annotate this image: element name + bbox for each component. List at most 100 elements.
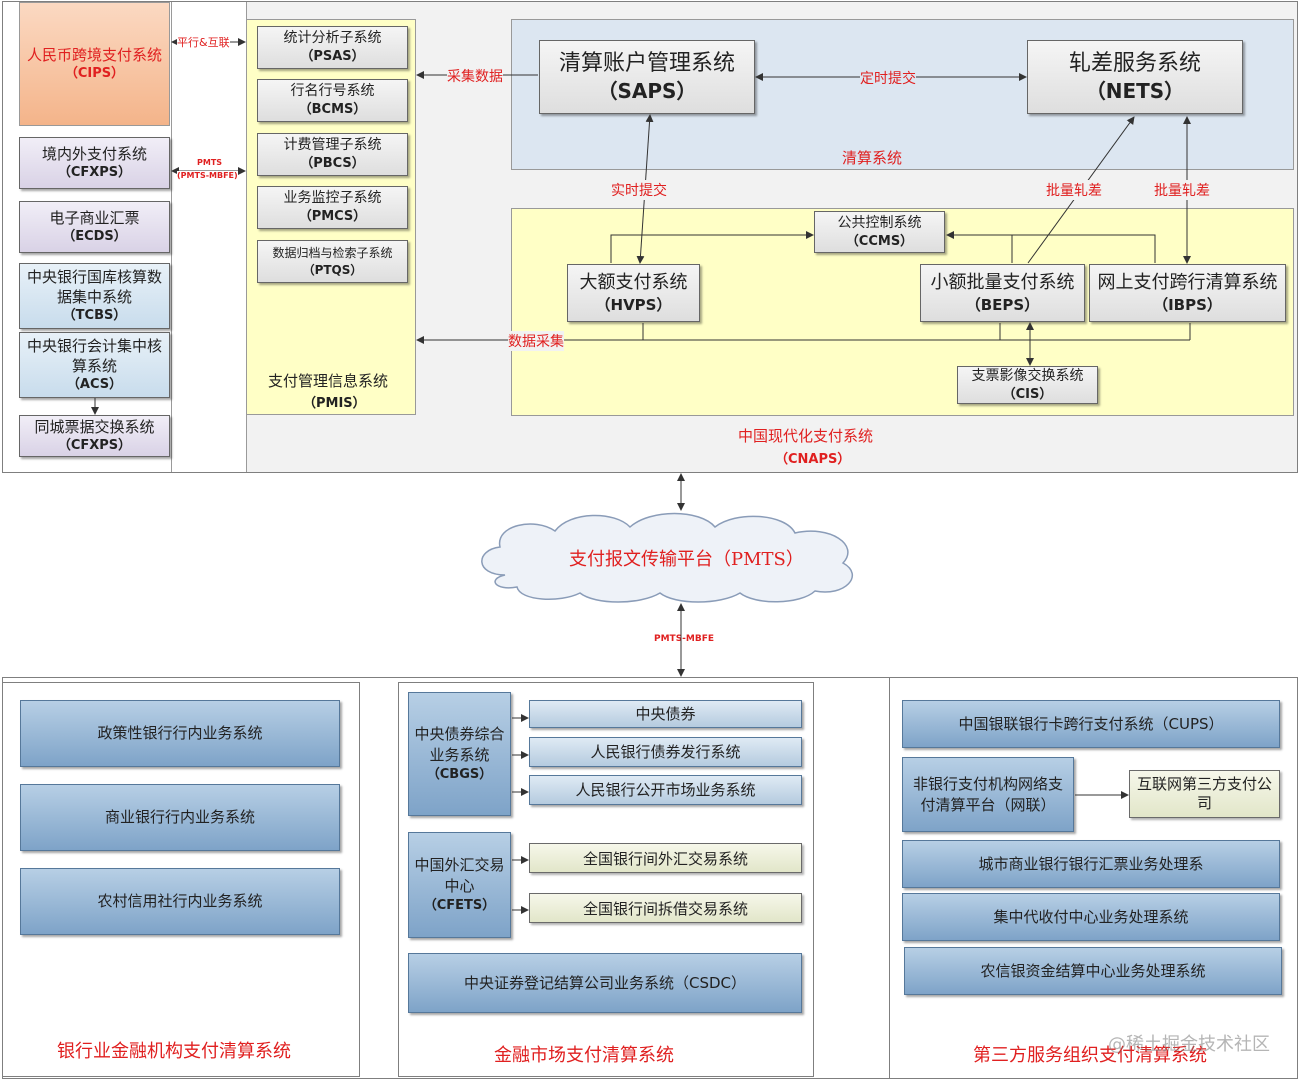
ibps-code: （IBPS） bbox=[1153, 296, 1222, 315]
banking-panel bbox=[2, 682, 360, 1077]
cfxps2-code: （CFXPS） bbox=[57, 438, 132, 454]
internet-third-party-box[interactable]: 互联网第三方支付公 司 bbox=[1129, 770, 1280, 818]
nets-name: 轧差服务系统 bbox=[1068, 50, 1201, 76]
left-column-divider bbox=[171, 2, 172, 472]
ptqs-name: 数据归档与检索子系统 bbox=[272, 246, 393, 261]
pmis-title: 支付管理信息系统 bbox=[268, 372, 389, 390]
pmcs-box[interactable]: 业务监控子系统 （PMCS） bbox=[257, 186, 408, 229]
rural-fund-settlement-box[interactable]: 农信银资金结算中心业务处理系统 bbox=[904, 947, 1282, 995]
cbgs-name2: 业务系统 bbox=[429, 745, 490, 764]
ptqs-box[interactable]: 数据归档与检索子系统 （PTQS） bbox=[257, 240, 408, 283]
city-bank-draft-box[interactable]: 城市商业银行银行汇票业务处理系 bbox=[902, 840, 1280, 888]
cups-box[interactable]: 中国银联银行卡跨行支付系统（CUPS） bbox=[902, 700, 1280, 748]
ibps-box[interactable]: 网上支付跨行清算系统 （IBPS） bbox=[1089, 264, 1286, 322]
ibps-name: 网上支付跨行清算系统 bbox=[1097, 271, 1278, 293]
open-market-box[interactable]: 人民银行公开市场业务系统 bbox=[529, 775, 802, 805]
csdc-box[interactable]: 中央证券登记结算公司业务系统（CSDC） bbox=[408, 953, 802, 1013]
watermark: @稀土掘金技术社区 bbox=[1108, 1034, 1270, 1055]
tcbs-name2: 据集中系统 bbox=[56, 288, 132, 307]
tcbs-box[interactable]: 中央银行国库核算数 据集中系统 （TCBS） bbox=[19, 263, 170, 329]
saps-box[interactable]: 清算账户管理系统 （SAPS） bbox=[539, 40, 755, 114]
ecds-box[interactable]: 电子商业汇票 （ECDS） bbox=[19, 201, 170, 253]
cbgs-box[interactable]: 中央债券综合 业务系统 （CBGS） bbox=[408, 692, 511, 816]
market-panel bbox=[398, 682, 814, 1077]
commercial-bank-box[interactable]: 商业银行行内业务系统 bbox=[20, 784, 340, 851]
pbcs-box[interactable]: 计费管理子系统 （PBCS） bbox=[257, 133, 408, 176]
nets-box[interactable]: 轧差服务系统 （NETS） bbox=[1027, 40, 1243, 114]
netsunion-box[interactable]: 非银行支付机构网络支 付清算平台（网联） bbox=[902, 757, 1074, 832]
psas-code: （PSAS） bbox=[300, 49, 365, 65]
cfxps2-name: 同城票据交换系统 bbox=[34, 418, 155, 437]
cloud-label: 支付报文传输平台（PMTS） bbox=[569, 549, 804, 570]
hvps-box[interactable]: 大额支付系统 （HVPS） bbox=[567, 264, 700, 322]
ccms-code: （CCMS） bbox=[845, 233, 914, 249]
psas-box[interactable]: 统计分析子系统 （PSAS） bbox=[257, 26, 408, 69]
hvps-name: 大额支付系统 bbox=[579, 271, 688, 293]
label-collect: 采集数据 bbox=[447, 66, 503, 86]
internet-name2: 司 bbox=[1196, 794, 1212, 812]
cnaps-title: 中国现代化支付系统 bbox=[738, 427, 874, 445]
label-timed-submit: 定时提交 bbox=[860, 68, 916, 88]
cfxps-box-2[interactable]: 同城票据交换系统 （CFXPS） bbox=[19, 415, 170, 457]
pmcs-code: （PMCS） bbox=[298, 209, 367, 225]
bcms-name: 行名行号系统 bbox=[290, 83, 375, 100]
beps-box[interactable]: 小额批量支付系统 （BEPS） bbox=[920, 264, 1085, 322]
cfxps1-name: 境内外支付系统 bbox=[41, 145, 147, 164]
cloud-shape bbox=[481, 512, 854, 603]
arrow-hvps-ccms bbox=[610, 231, 814, 263]
policy-bank-box[interactable]: 政策性银行行内业务系统 bbox=[20, 700, 340, 767]
pboc-bond-issue-box[interactable]: 人民银行债券发行系统 bbox=[529, 737, 802, 767]
banking-title: 银行业金融机构支付清算系统 bbox=[57, 1041, 291, 1062]
tcbs-name1: 中央银行国库核算数 bbox=[26, 267, 162, 286]
pbcs-name: 计费管理子系统 bbox=[283, 137, 382, 154]
internet-name1: 互联网第三方支付公 bbox=[1136, 774, 1272, 793]
cips-box[interactable]: 人民币跨境支付系统 （CIPS） bbox=[19, 2, 170, 126]
cips-code: （CIPS） bbox=[64, 66, 125, 82]
cips-name: 人民币跨境支付系统 bbox=[26, 46, 162, 65]
cfets-name2: 中心 bbox=[444, 876, 475, 895]
fx-trading-box[interactable]: 全国银行间外汇交易系统 bbox=[529, 843, 802, 873]
label-batch-net2: 批量轧差 bbox=[1154, 180, 1210, 200]
label-pmts-small2: (PMTS-MBFE) bbox=[177, 171, 238, 180]
arrow-beps-ccms bbox=[946, 231, 1013, 263]
netsunion-name2: 付清算平台（网联） bbox=[920, 795, 1056, 814]
cfets-code: （CFETS） bbox=[423, 897, 496, 913]
label-pmts-small1: PMTS bbox=[197, 158, 223, 167]
cis-code: （CIS） bbox=[1002, 386, 1053, 402]
tcbs-code: （TCBS） bbox=[62, 308, 127, 324]
pmts-cloud bbox=[481, 512, 854, 603]
cfxps-box-1[interactable]: 境内外支付系统 （CFXPS） bbox=[19, 137, 170, 189]
label-realtime: 实时提交 bbox=[611, 180, 667, 200]
cfets-box[interactable]: 中国外汇交易 中心 （CFETS） bbox=[408, 832, 511, 938]
label-data-collect: 数据采集 bbox=[508, 331, 564, 351]
cfxps1-code: （CFXPS） bbox=[57, 165, 132, 181]
clearing-title: 清算系统 bbox=[842, 149, 903, 167]
cnaps-code: （CNAPS） bbox=[775, 452, 851, 467]
pbcs-code: （PBCS） bbox=[300, 156, 365, 172]
beps-name: 小额批量支付系统 bbox=[930, 271, 1075, 293]
line-ibps-ccms bbox=[1012, 234, 1156, 263]
cis-box[interactable]: 支票影像交换系统 （CIS） bbox=[957, 366, 1098, 404]
bcms-box[interactable]: 行名行号系统 （BCMS） bbox=[257, 79, 408, 122]
ptqs-code: （PTQS） bbox=[302, 262, 363, 277]
acs-box[interactable]: 中央银行会计集中核 算系统 （ACS） bbox=[19, 332, 170, 398]
netsunion-name1: 非银行支付机构网络支 bbox=[912, 774, 1063, 793]
saps-code: （SAPS） bbox=[597, 79, 697, 104]
ccms-box[interactable]: 公共控制系统 （CCMS） bbox=[814, 211, 945, 253]
collection-payment-box[interactable]: 集中代收付中心业务处理系统 bbox=[902, 893, 1280, 941]
label-parallel: 平行&互联 bbox=[177, 34, 230, 50]
acs-code: （ACS） bbox=[66, 377, 123, 393]
bcms-code: （BCMS） bbox=[298, 102, 367, 118]
acs-name1: 中央银行会计集中核 bbox=[26, 336, 162, 355]
rural-credit-box[interactable]: 农村信用社行内业务系统 bbox=[20, 868, 340, 935]
third-party-divider bbox=[889, 678, 890, 1078]
central-bond-box[interactable]: 中央债券 bbox=[529, 700, 802, 728]
interbank-lending-box[interactable]: 全国银行间拆借交易系统 bbox=[529, 893, 802, 923]
label-batch-net1: 批量轧差 bbox=[1046, 180, 1102, 200]
cbgs-name1: 中央债券综合 bbox=[414, 724, 505, 743]
acs-name2: 算系统 bbox=[71, 357, 117, 376]
cis-name: 支票影像交换系统 bbox=[971, 367, 1084, 384]
saps-name: 清算账户管理系统 bbox=[558, 50, 735, 76]
beps-code: （BEPS） bbox=[965, 296, 1040, 315]
